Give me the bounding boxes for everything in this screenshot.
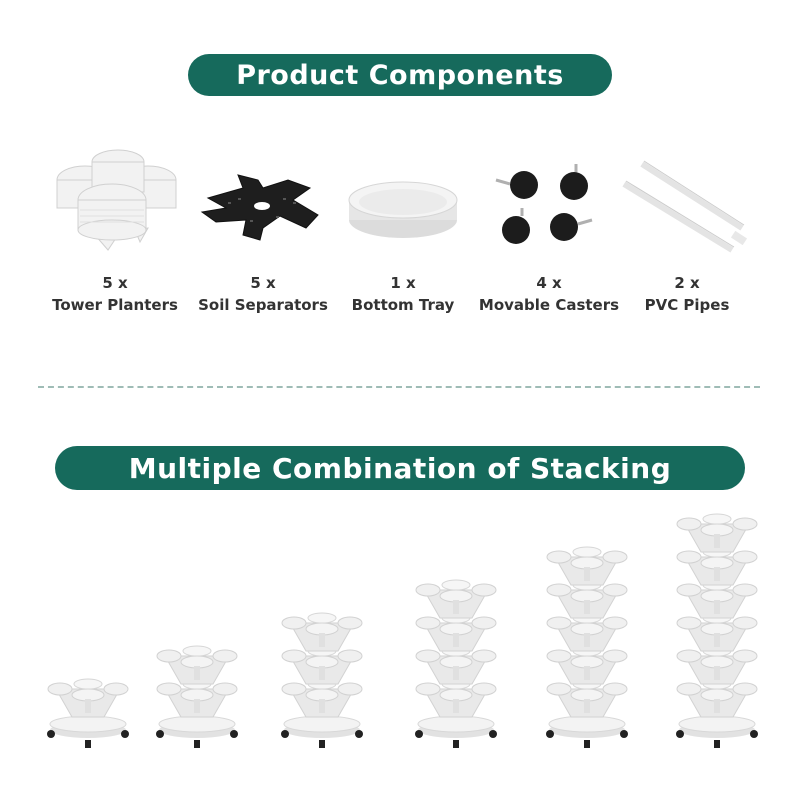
section-divider [38, 386, 760, 388]
component-quantity: 5 x [250, 274, 276, 292]
tower-planter-icon [56, 149, 177, 251]
bottom-tray-icon [348, 181, 458, 238]
component-soil-separators: 5 x Soil Separators [188, 140, 338, 320]
product-components-heading: Product Components [188, 54, 612, 96]
component-quantity: 5 x [102, 274, 128, 292]
component-quantity: 4 x [536, 274, 562, 292]
stacking-combinations-title: Multiple Combination of Stacking [128, 451, 672, 485]
soil-separator-icon [200, 174, 319, 241]
component-name: Tower Planters [52, 296, 178, 314]
component-movable-casters: 4 x Movable Casters [474, 140, 624, 320]
component-quantity: 1 x [390, 274, 416, 292]
product-components-title: Product Components [236, 59, 564, 91]
stacked-tower-2-tier [156, 645, 238, 748]
component-tower-planters: 5 x Tower Planters [40, 140, 190, 320]
component-pvc-pipes: 2 x PVC Pipes [612, 140, 762, 320]
stacked-tower-5-tier [546, 546, 628, 748]
component-quantity: 2 x [674, 274, 700, 292]
pvc-pipe-icon [622, 160, 748, 253]
stacking-combinations-heading: Multiple Combination of Stacking [55, 446, 745, 490]
component-name: PVC Pipes [644, 296, 730, 314]
stacked-tower-1-tier [47, 678, 129, 748]
stacked-tower-3-tier [281, 612, 363, 748]
component-name: Movable Casters [478, 296, 620, 314]
caster-wheel-icon [495, 164, 593, 244]
stacked-tower-4-tier [415, 579, 497, 748]
component-name: Soil Separators [198, 296, 328, 314]
component-bottom-tray: 1 x Bottom Tray [328, 140, 478, 320]
stacked-tower-6-tier [676, 513, 758, 748]
component-name: Bottom Tray [351, 296, 455, 314]
